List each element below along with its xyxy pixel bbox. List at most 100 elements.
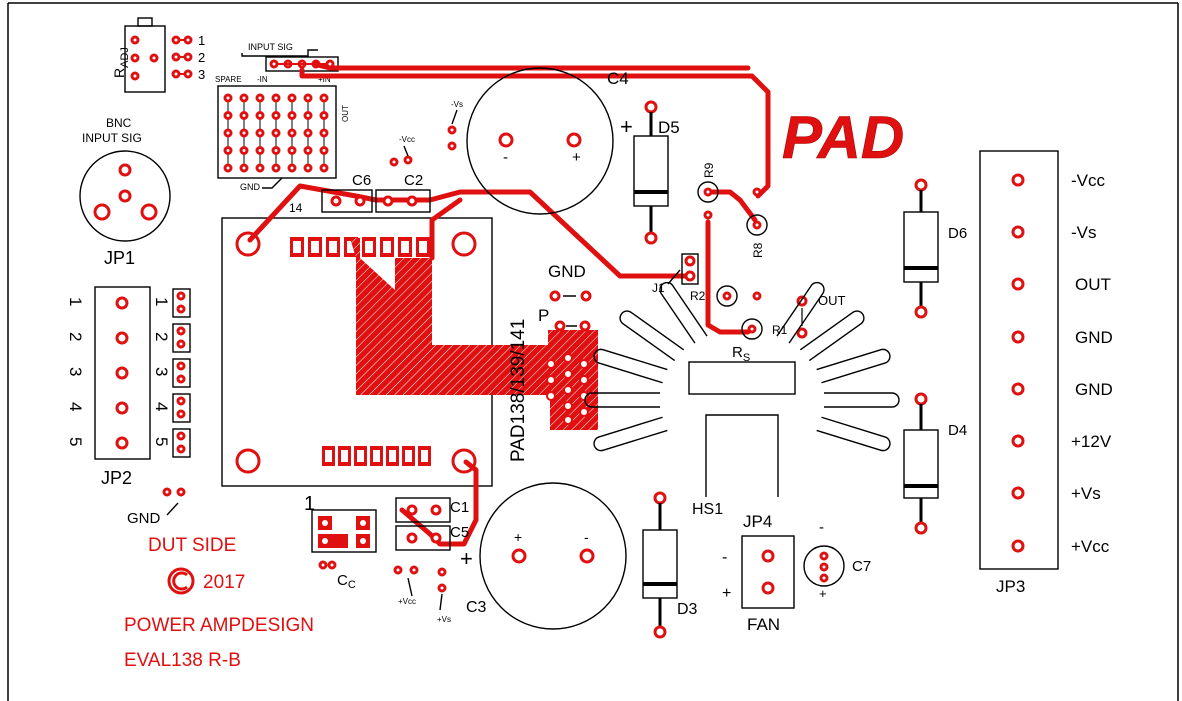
jp2-pin-right-2: 2 — [152, 332, 171, 341]
company-label: POWER AMPDESIGN — [124, 615, 314, 636]
bnc-connector — [79, 150, 171, 242]
p-label: P — [538, 306, 549, 325]
d3-diode — [642, 491, 678, 639]
jp3-pin-gnd-1: GND — [1075, 328, 1113, 347]
jp3-label: JP3 — [996, 577, 1025, 596]
mount-hole-bl — [235, 448, 261, 474]
jp2-pin-right-4: 4 — [152, 402, 171, 411]
dut-top-pads — [290, 237, 430, 257]
gnd-bottom-label: GND — [127, 510, 161, 527]
jp2-pin-right-5: 5 — [152, 437, 171, 446]
c7-minus: - — [819, 519, 824, 536]
radj-trimmer — [124, 17, 193, 93]
jp4-label: JP4 — [743, 512, 772, 531]
out-mid-label: OUT — [818, 293, 846, 308]
c4-plus: + — [572, 149, 581, 166]
copyright-year: 2017 — [203, 572, 245, 593]
vs-minus-small: -Vs — [451, 100, 463, 109]
jp2-label: JP2 — [101, 468, 132, 488]
jp3-pin-vcc-minus: -Vcc — [1071, 171, 1106, 190]
r8-label: R8 — [751, 242, 765, 258]
vcc-plus-small: +Vcc — [398, 597, 416, 606]
radj-pin-2: 2 — [198, 50, 205, 65]
jp2-pin-left-2: 2 — [66, 332, 85, 341]
d5-label: D5 — [658, 118, 680, 137]
c5-label: C5 — [450, 524, 469, 541]
c6-label: C6 — [352, 172, 371, 189]
c4-minus: - — [503, 149, 508, 166]
d6-label: D6 — [948, 225, 967, 242]
jp2-pin-left-5: 5 — [66, 437, 85, 446]
minus-in-label: -IN — [257, 75, 268, 84]
c2-label: C2 — [404, 172, 423, 189]
c1-label: C1 — [450, 499, 469, 516]
dut-bottom-pads — [322, 446, 431, 466]
gnd-mid-label: GND — [548, 262, 586, 281]
jp3-pin-vcc-plus: +Vcc — [1071, 537, 1110, 556]
input-sig-label: INPUT SIG — [248, 42, 293, 52]
d4-label: D4 — [948, 422, 967, 439]
c7-plus: + — [819, 586, 827, 601]
r2-label: R2 — [690, 289, 706, 303]
jp2-pin-right-3: 3 — [152, 367, 171, 376]
pin-grid-header — [217, 85, 337, 179]
spare-label: SPARE — [215, 75, 242, 84]
device-pads — [546, 353, 589, 425]
bnc-label-line2: INPUT SIG — [82, 131, 142, 145]
d5-plus: + — [620, 114, 633, 139]
trace-output — [705, 189, 758, 223]
jp2-pads — [115, 296, 129, 450]
c3-minus: - — [584, 529, 589, 545]
jp2-jumpers — [172, 288, 191, 458]
vs-plus-small: +Vs — [437, 615, 451, 624]
c4-label: C4 — [607, 69, 629, 88]
d4-diode — [903, 392, 939, 535]
jp4-minus: - — [722, 549, 727, 566]
jp2-pin-left-1: 1 — [66, 297, 85, 306]
d5-diode — [633, 100, 669, 245]
jp2-pin-left-4: 4 — [66, 402, 85, 411]
vcc-minus-small: -Vcc — [399, 135, 415, 144]
mount-hole-tr — [451, 231, 477, 257]
pin14-label: 14 — [289, 201, 303, 215]
pad-logo: PAD — [782, 104, 904, 171]
r9-label: R9 — [702, 162, 716, 178]
board-id-label: EVAL138 R-B — [124, 650, 241, 671]
pin1-label: 1 — [304, 493, 315, 515]
radj-pin-1: 1 — [198, 33, 205, 48]
jp3-header — [979, 150, 1059, 570]
dut-side-label: DUT SIDE — [148, 535, 236, 556]
trace-input — [299, 67, 771, 199]
jp1-label: JP1 — [104, 248, 135, 268]
c3-capacitor — [479, 482, 627, 630]
jp3-pin-12v: +12V — [1071, 432, 1112, 451]
radj-label: RADJ — [111, 47, 131, 78]
jp2-header — [94, 286, 151, 460]
c3-plus: + — [514, 529, 522, 545]
jp2-pin-left-3: 3 — [66, 367, 85, 376]
out-small-label: OUT — [341, 105, 350, 122]
c3-label: C3 — [466, 599, 487, 616]
device-label: PAD138/139/141 — [508, 319, 529, 462]
jp3-pin-vs-minus: -Vs — [1071, 223, 1097, 242]
jp3-pads — [1011, 173, 1025, 553]
pin-grid-pads — [223, 93, 329, 173]
hs1-label: HS1 — [692, 501, 723, 518]
hs1-heatsink — [584, 281, 900, 497]
r1-label: R1 — [772, 323, 788, 337]
fan-label: FAN — [747, 615, 780, 634]
cc-label: CC — [337, 572, 356, 591]
copyright-icon — [167, 567, 195, 595]
gnd-small-label: GND — [240, 182, 261, 192]
d3-label: D3 — [677, 601, 698, 618]
jp4-plus: + — [722, 585, 731, 602]
bnc-label-line1: BNC — [106, 116, 132, 130]
jp3-pin-vs-plus: +Vs — [1071, 484, 1101, 503]
c3-big-plus: + — [460, 546, 473, 571]
jp2-pin-right-1: 1 — [152, 297, 171, 306]
c7-label: C7 — [852, 558, 871, 575]
d6-diode — [903, 178, 939, 319]
rs-label: RS — [732, 344, 750, 364]
jp3-pin-out: OUT — [1075, 275, 1111, 294]
